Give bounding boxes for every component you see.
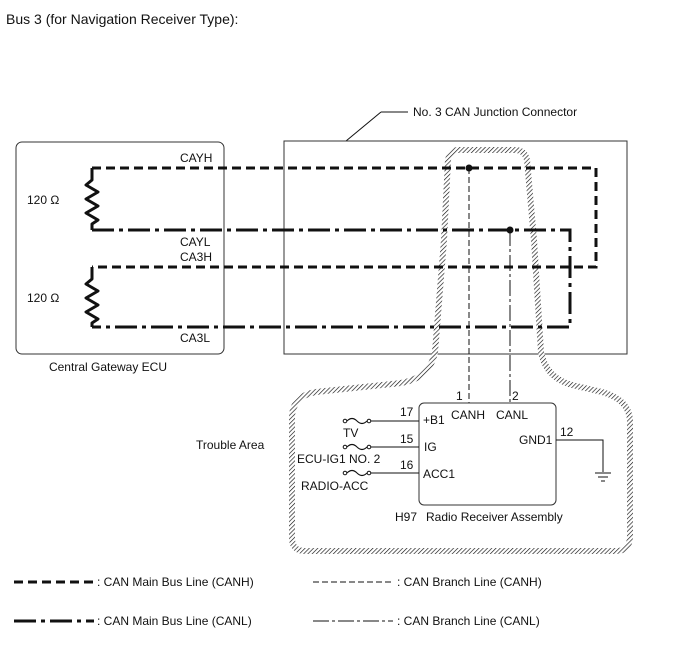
- pin-label-canh: CANH: [451, 408, 485, 422]
- fuse-radio-acc-icon: [342, 469, 372, 477]
- pin-label-ca3h: CA3H: [180, 250, 212, 264]
- pin-label-ig: IG: [424, 440, 437, 454]
- trouble-area-boundary: [289, 147, 633, 554]
- resistor-upper: [84, 168, 100, 230]
- legend-branch-canl-label: : CAN Branch Line (CANL): [397, 614, 540, 628]
- resistor-lower-value: 120 Ω: [27, 291, 59, 305]
- legend-main-canl-label: : CAN Main Bus Line (CANL): [97, 614, 252, 628]
- fuse-radio-acc-label: RADIO-ACC: [301, 479, 369, 493]
- radio-receiver-box: [418, 402, 557, 506]
- legend-branch-canh-label: : CAN Branch Line (CANH): [397, 575, 542, 589]
- wire-gnd: [556, 439, 604, 472]
- fuse-ecu-ig-label: ECU-IG1 NO. 2: [297, 452, 381, 466]
- pin-label-acc: ACC1: [423, 467, 455, 481]
- resistor-lower: [84, 267, 100, 327]
- pin-number-canl: 2: [512, 389, 519, 403]
- fuse-tv-label: TV: [343, 426, 358, 440]
- pin-label-cayh: CAYH: [180, 151, 212, 165]
- diagram-title: Bus 3 (for Navigation Receiver Type):: [6, 11, 238, 27]
- trouble-area-label: Trouble Area: [196, 438, 265, 452]
- main-bus-canl-line: [92, 228, 572, 329]
- gateway-ecu-label: Central Gateway ECU: [49, 360, 167, 374]
- resistor-upper-value: 120 Ω: [27, 193, 59, 207]
- pin-number-acc: 16: [400, 458, 414, 472]
- legend-main-canh-label: : CAN Main Bus Line (CANH): [97, 575, 254, 589]
- receiver-label: Radio Receiver Assembly: [426, 510, 563, 524]
- pin-number-canh: 1: [456, 389, 463, 403]
- ground-icon: [595, 472, 611, 482]
- pin-number-gnd: 12: [560, 425, 574, 439]
- junction-leader-line: [345, 111, 382, 142]
- pin-label-ca3l: CA3L: [180, 331, 210, 345]
- gateway-ecu-box: [15, 141, 225, 355]
- junction-connector-label: No. 3 CAN Junction Connector: [413, 105, 577, 119]
- junction-connector-box: [283, 140, 628, 355]
- pin-number-ig: 15: [400, 432, 414, 446]
- pin-label-canl: CANL: [496, 408, 528, 422]
- fuse-ecu-ig-icon: [342, 443, 372, 451]
- fuse-tv-icon: [342, 417, 372, 425]
- pin-number-b1: 17: [400, 405, 414, 419]
- main-bus-canh-line: [92, 166, 598, 269]
- pin-label-cayl: CAYL: [180, 235, 211, 249]
- pin-label-gnd: GND1: [519, 433, 553, 447]
- pin-label-b1: +B1: [423, 413, 445, 427]
- receiver-connector-id: H97: [395, 510, 417, 524]
